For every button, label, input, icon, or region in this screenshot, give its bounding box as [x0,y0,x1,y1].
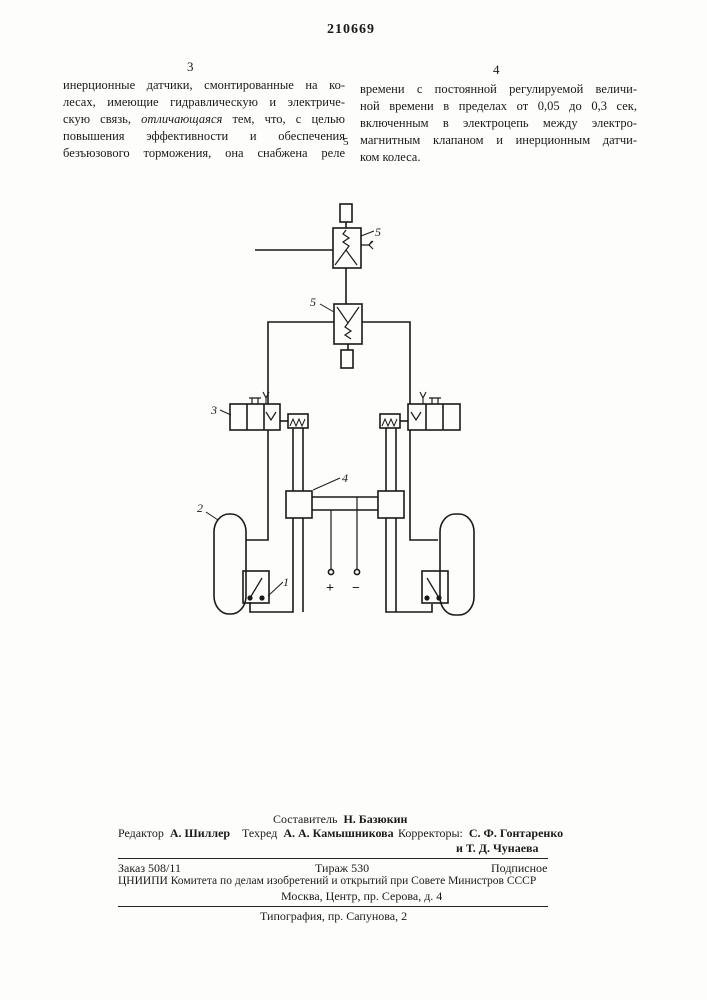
divider-2 [118,906,548,907]
label-sensor: 1 [283,575,289,589]
compiler-label: Составитель [273,812,337,826]
compiler-line: Составитель Н. Базюкин [273,812,407,827]
techred-label: Техред [242,826,277,840]
institute-line: ЦНИИПИ Комитета по делам изобретений и о… [118,875,536,887]
valve-top [333,204,373,268]
label-minus: − [352,581,360,596]
divider-1 [118,858,548,859]
editor-line: Редактор А. Шиллер [118,826,230,841]
compiler-name: Н. Базюкин [343,812,407,826]
editor-name: А. Шиллер [170,826,230,840]
corrector-1: С. Ф. Гонтаренко [469,826,563,840]
label-valve-middle: 5 [310,295,316,309]
wheel-right [440,514,474,615]
typography-line: Типография, пр. Сапунова, 2 [260,909,407,924]
correctors-label: Корректоры: [398,826,463,840]
valve-middle [334,304,362,368]
techred-line: Техред А. А. Камышникова [242,826,394,841]
subscription: Подписное [491,861,548,876]
relay-left [286,491,312,518]
label-relay: 4 [342,471,348,485]
label-solenoid: 3 [210,403,217,417]
sensor-right [422,571,448,603]
editor-label: Редактор [118,826,164,840]
label-plus: + [326,581,334,596]
correctors-line: Корректоры: С. Ф. Гонтаренко [398,826,563,841]
corrector-2: и Т. Д. Чунаева [456,841,539,855]
address-line: Москва, Центр, пр. Серова, д. 4 [281,889,442,904]
solenoid-valve-left [230,392,308,430]
circulation: Тираж 530 [315,861,369,876]
sensor-left [243,571,269,603]
corrector-2-line: и Т. Д. Чунаева [456,841,539,856]
order-number: Заказ 508/11 [118,861,181,876]
wheel-left [214,514,246,614]
solenoid-valve-right [380,392,460,430]
label-wheel: 2 [197,501,203,515]
techred-name: А. А. Камышникова [283,826,393,840]
label-valve-top: 5 [375,225,381,239]
relay-right [378,491,404,518]
